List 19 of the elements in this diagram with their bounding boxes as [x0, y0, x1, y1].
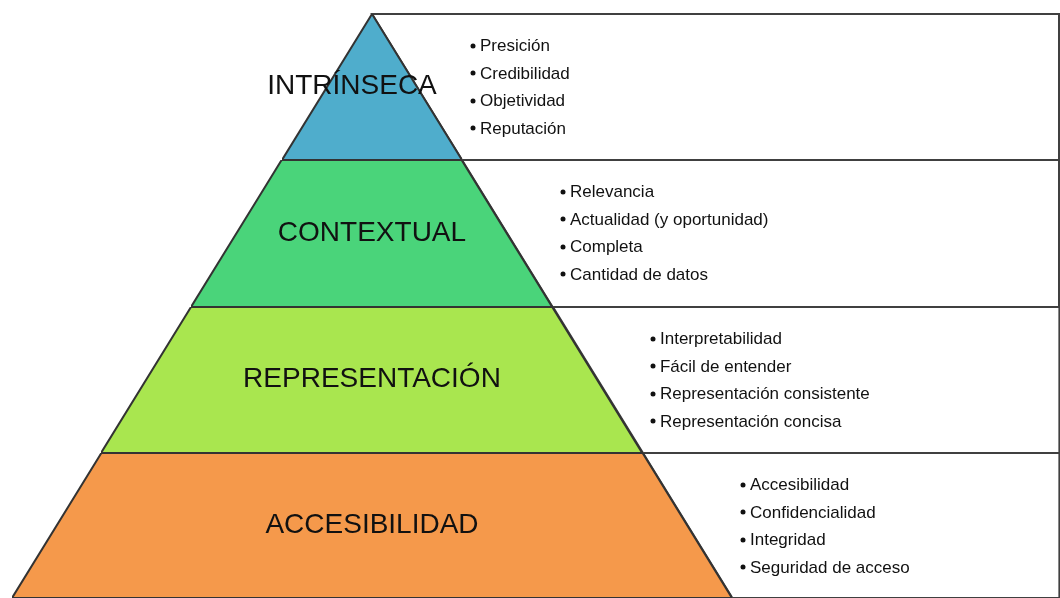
list-item-text: Accesibilidad [750, 475, 850, 494]
list-item-text: Objetividad [480, 91, 566, 110]
layer-title: REPRESENTACIÓN [242, 362, 502, 394]
list-item-text: Credibilidad [480, 63, 570, 83]
layer-title: ACCESIBILIDAD [264, 507, 480, 540]
list-item-text: Actualidad (y oportunidad) [570, 209, 769, 229]
list-item-text: Reputación [480, 118, 566, 138]
list-item-text: Presición [480, 36, 550, 55]
list-item-text: Representación concisa [660, 411, 842, 431]
list-item-text: Seguridad de acceso [750, 557, 910, 577]
list-item-text: Representación consistente [660, 384, 870, 403]
list-item-text: Cantidad de datos [570, 264, 708, 284]
layer-title: CONTEXTUAL [276, 215, 468, 248]
list-item-text: Completa [570, 237, 643, 256]
list-item-text: Confidencialidad [750, 502, 876, 522]
list-item-text: Relevancia [570, 182, 655, 201]
list-item-text: Interpretabilidad [660, 329, 782, 348]
list-item-text: Integridad [750, 530, 826, 549]
list-item-text: Fácil de entender [660, 356, 792, 376]
